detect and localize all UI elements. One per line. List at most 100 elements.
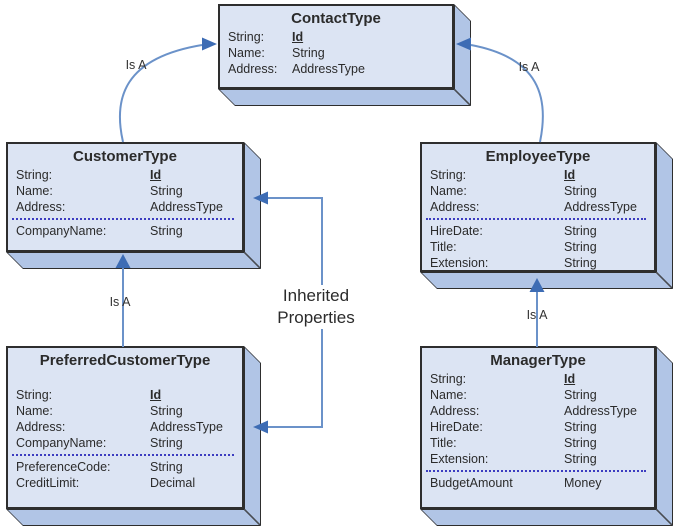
field-row: Name: String: [422, 387, 654, 403]
field-row: String: Id: [8, 167, 242, 183]
field-label: CompanyName:: [16, 436, 107, 450]
field-value: String: [150, 224, 183, 238]
field-value: Id: [564, 372, 576, 386]
class-box-face: PreferredCustomerType String: Id Name: S…: [6, 346, 244, 509]
class-box-face: ManagerType String: Id Name: String Addr…: [420, 346, 656, 509]
field-row: CompanyName: String: [8, 223, 242, 239]
field-value: String: [564, 224, 597, 238]
field-row: Name: String: [422, 183, 654, 199]
class-box-face: ContactType String: Id Name: String Addr…: [218, 4, 454, 89]
field-value: AddressType: [150, 200, 223, 214]
field-row: Address: AddressType: [8, 199, 242, 215]
field-label: Address:: [16, 200, 66, 214]
field-row: BudgetAmount Money: [422, 475, 654, 491]
field-row: Title: String: [422, 435, 654, 451]
class-title: EmployeeType: [485, 148, 591, 165]
field-value: String: [564, 420, 597, 434]
box-3d-bottom-side: [218, 89, 471, 106]
class-box-managertype: ManagerType String: Id Name: String Addr…: [420, 346, 673, 526]
is-a-label-customer: Is A: [125, 58, 147, 72]
inherited-properties-line1: Inherited: [282, 286, 350, 305]
field-label: Extension:: [430, 256, 489, 270]
field-row: Address: AddressType: [220, 61, 452, 77]
field-row: Extension: String: [422, 255, 654, 270]
field-value: String: [564, 452, 597, 466]
class-title: CustomerType: [73, 148, 177, 165]
field-label: Address:: [430, 200, 480, 214]
class-box-preferredcustomertype: PreferredCustomerType String: Id Name: S…: [6, 346, 261, 526]
field-label: Address:: [228, 62, 278, 76]
field-value: AddressType: [564, 404, 637, 418]
class-box-face: EmployeeType String: Id Name: String Add…: [420, 142, 656, 272]
field-label: String:: [228, 30, 265, 44]
field-row: Name: String: [220, 45, 452, 61]
field-label: String:: [430, 168, 467, 182]
field-row: Name: String: [8, 183, 242, 199]
field-label: Name:: [430, 388, 467, 402]
field-value: String: [564, 256, 597, 270]
field-row: Title: String: [422, 239, 654, 255]
field-label: Name:: [16, 404, 53, 418]
class-title: ManagerType: [490, 352, 586, 369]
field-label: Extension:: [430, 452, 489, 466]
box-3d-bottom-side: [420, 509, 673, 526]
field-row: String: Id: [422, 371, 654, 387]
field-label: HireDate:: [430, 420, 483, 434]
field-value: AddressType: [564, 200, 637, 214]
field-label: CompanyName:: [16, 224, 107, 238]
field-value: String: [564, 184, 597, 198]
field-label: Name:: [228, 46, 265, 60]
field-row: HireDate: String: [422, 223, 654, 239]
class-box-face: CustomerType String: Id Name: String Add…: [6, 142, 244, 252]
field-value: Id: [564, 168, 576, 182]
field-row: String: Id: [220, 29, 452, 45]
field-row: Address: AddressType: [422, 403, 654, 419]
inherited-fields-divider: [426, 218, 646, 220]
is-a-arrow-customer-to-contact: [118, 37, 217, 143]
field-label: String:: [430, 372, 467, 386]
field-label: Name:: [430, 184, 467, 198]
class-title: PreferredCustomerType: [39, 352, 211, 369]
inherited-fields-divider: [12, 218, 234, 220]
inherited-properties-line2: Properties: [277, 308, 355, 327]
is-a-label-preferredcustomer: Is A: [109, 295, 131, 309]
class-box-employeetype: EmployeeType String: Id Name: String Add…: [420, 142, 673, 289]
field-value: String: [564, 436, 597, 450]
field-label: Title:: [430, 240, 457, 254]
field-value: AddressType: [292, 62, 365, 76]
field-label: Name:: [16, 184, 53, 198]
field-label: Address:: [16, 420, 66, 434]
class-title: ContactType: [291, 10, 381, 27]
class-box-contacttype: ContactType String: Id Name: String Addr…: [218, 4, 471, 106]
field-value: Money: [564, 476, 602, 490]
field-row: CompanyName: String: [8, 435, 242, 451]
box-3d-bottom-side: [420, 272, 673, 289]
field-value: String: [564, 240, 597, 254]
field-value: String: [150, 436, 183, 450]
field-value: String: [150, 184, 183, 198]
title-gap: [8, 371, 242, 387]
field-label: Address:: [430, 404, 480, 418]
field-row: Extension: String: [422, 451, 654, 467]
field-value: String: [292, 46, 325, 60]
field-row: String: Id: [8, 387, 242, 403]
field-label: String:: [16, 388, 53, 402]
box-3d-right-side: [244, 346, 261, 526]
field-label: CreditLimit:: [16, 476, 80, 490]
field-value: String: [564, 388, 597, 402]
field-value: Id: [292, 30, 304, 44]
field-row: Name: String: [8, 403, 242, 419]
field-label: Title:: [430, 436, 457, 450]
inherited-properties-label: Inherited Properties: [258, 285, 374, 329]
field-value: Id: [150, 168, 162, 182]
box-3d-bottom-side: [6, 509, 261, 526]
field-value: String: [150, 404, 183, 418]
field-label: String:: [16, 168, 53, 182]
box-3d-right-side: [656, 346, 673, 526]
field-value: String: [150, 460, 183, 474]
box-3d-right-side: [244, 142, 261, 269]
field-value: AddressType: [150, 420, 223, 434]
field-value: Decimal: [150, 476, 196, 490]
field-label: HireDate:: [430, 224, 483, 238]
